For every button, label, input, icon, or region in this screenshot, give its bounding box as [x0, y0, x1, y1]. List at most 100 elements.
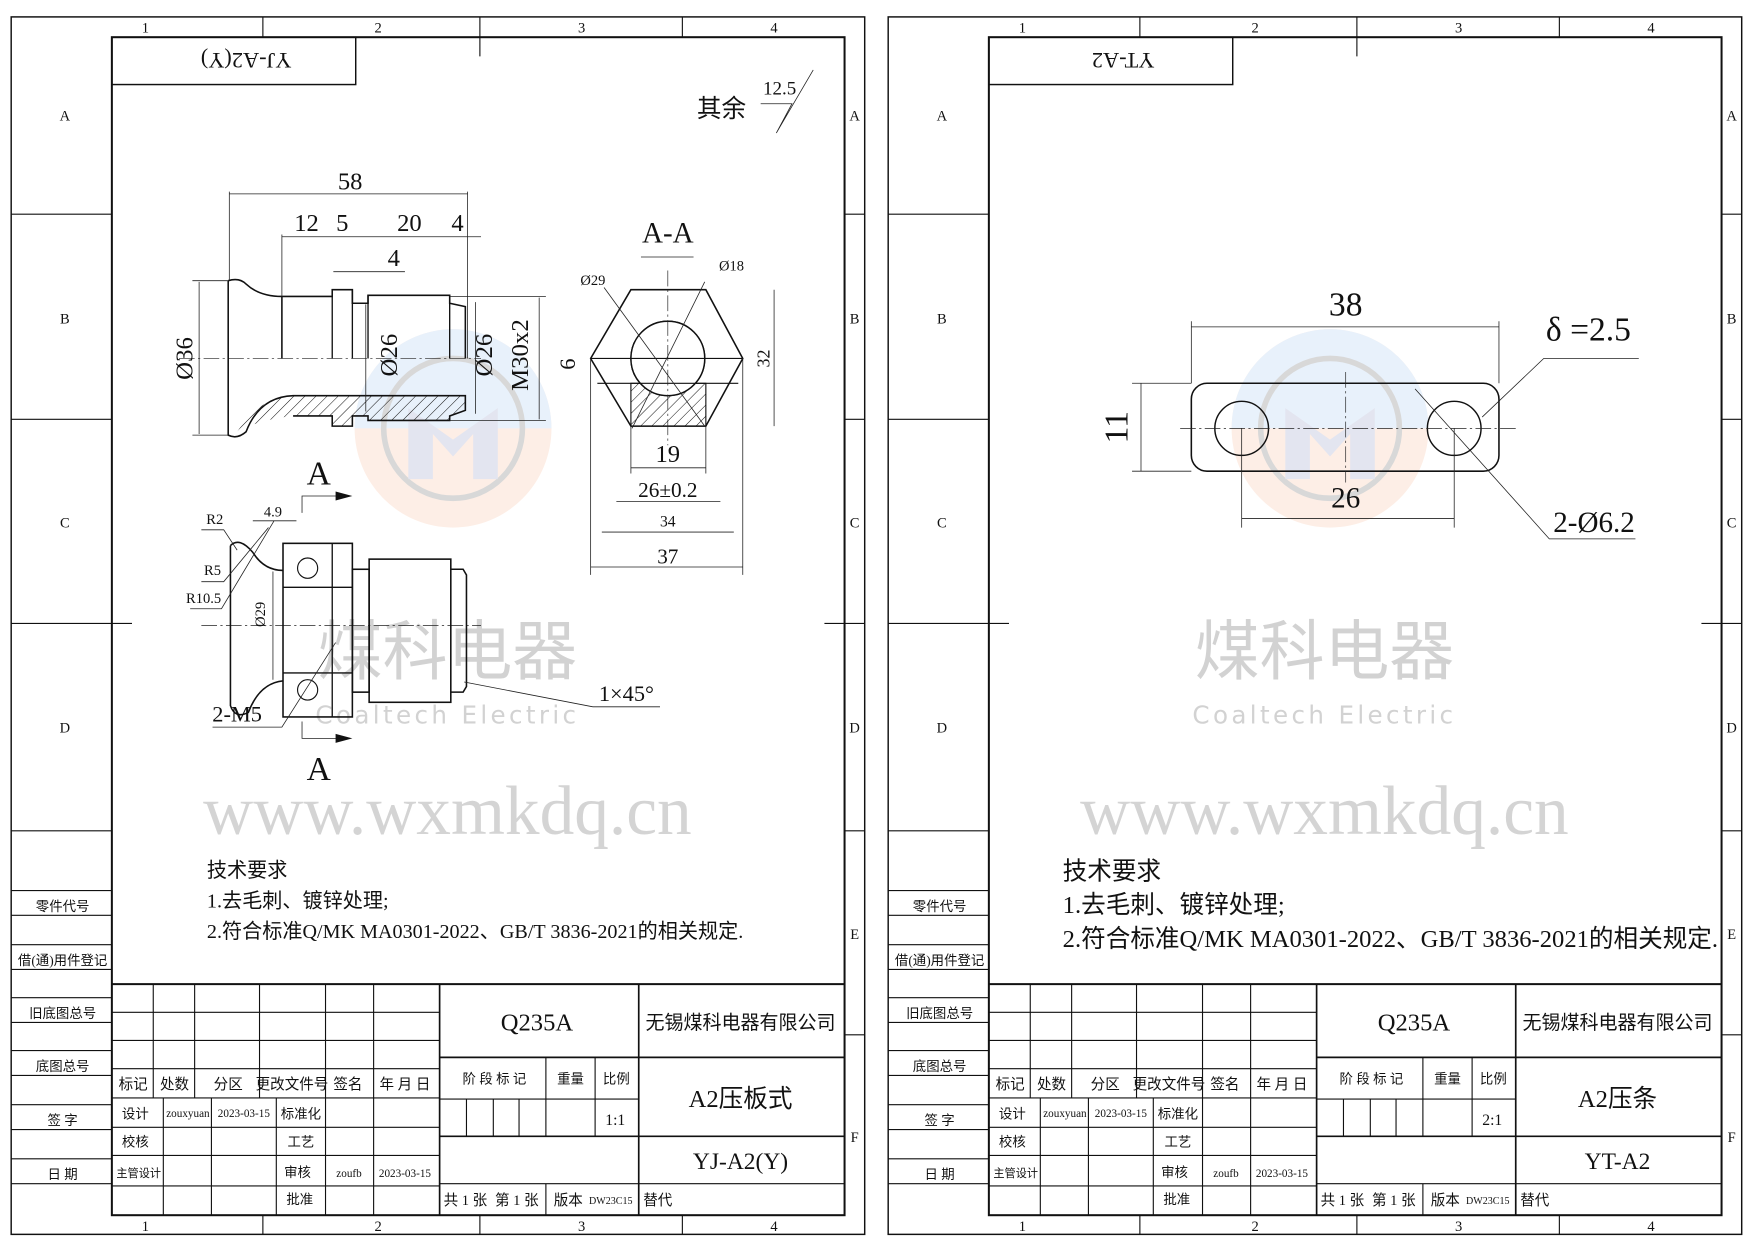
- zone-row-label: B: [850, 311, 860, 327]
- side-label: 底图总号: [913, 1059, 967, 1074]
- revision-header: 标记: [996, 1076, 1025, 1093]
- revision-header: 更改文件号: [1133, 1076, 1206, 1093]
- revision-header: 标记: [119, 1076, 148, 1093]
- zone-column-label: 4: [1647, 1219, 1655, 1235]
- designer-name: zouxyuan: [1043, 1108, 1087, 1120]
- label-scale: 比例: [603, 1071, 630, 1086]
- label-version: 版本: [554, 1192, 583, 1209]
- label-review: 审核: [1161, 1165, 1188, 1180]
- label-approve: 批准: [1163, 1192, 1190, 1207]
- dim-4-groove: 4: [388, 245, 400, 272]
- designer-name: zouxyuan: [166, 1108, 210, 1120]
- side-label: 底图总号: [36, 1059, 90, 1074]
- part-drawing-pressure-plate: 其余 12.5 58 12 5 20 4 4: [171, 69, 814, 788]
- tech-requirement-item: 2.符合标准Q/MK MA0301-2022、GB/T 3836-2021的相关…: [207, 920, 743, 943]
- design-date: 2023-03-15: [1095, 1108, 1148, 1120]
- design-date: 2023-03-15: [218, 1108, 271, 1120]
- revision-header: 分区: [214, 1076, 243, 1093]
- side-label: 日 期: [48, 1167, 78, 1182]
- zone-column-label: 4: [1647, 21, 1655, 37]
- sheet-number: 第 1 张: [1372, 1191, 1416, 1209]
- label-weight: 重量: [1434, 1071, 1461, 1086]
- dim-26-tol: 26±0.2: [638, 478, 697, 502]
- zone-column-label: 2: [374, 21, 381, 37]
- dim-19: 19: [656, 441, 681, 468]
- dim-34: 34: [660, 513, 676, 530]
- zone-row-label: E: [1727, 927, 1736, 943]
- company-name: 无锡煤科电器有限公司: [646, 1012, 836, 1034]
- dim-4-top: 4: [451, 210, 463, 237]
- material: Q235A: [501, 1009, 574, 1036]
- dim-total-length: 58: [338, 168, 363, 195]
- part-drawing-pressure-strip: 38 11 26 δ =2.5 2-Ø6.2: [1099, 287, 1639, 540]
- section-marker-top: A: [307, 456, 332, 493]
- dim-20: 20: [397, 210, 422, 237]
- section-title: A-A: [642, 217, 694, 249]
- review-date: 2023-03-15: [1256, 1168, 1309, 1180]
- zone-row-label: B: [937, 311, 947, 327]
- label-stage-mark: 阶 段 标 记: [1340, 1071, 1404, 1086]
- material: Q235A: [1378, 1009, 1451, 1036]
- main-view: 58 12 5 20 4 4 Ø36 Ø26 Ø26 M30x2: [171, 168, 546, 438]
- part-name: A2压板式: [689, 1085, 793, 1113]
- tech-requirements-title: 技术要求: [1063, 857, 1161, 885]
- dim-r10-5: R10.5: [186, 591, 221, 607]
- revision-header: 签名: [333, 1076, 362, 1093]
- zone-row-label: C: [850, 516, 860, 532]
- zone-column-label: 3: [578, 21, 585, 37]
- zone-column-label: 1: [142, 1219, 149, 1235]
- dim-5: 5: [336, 210, 348, 237]
- dim-dia-36: Ø36: [171, 337, 198, 380]
- tech-requirement-item: 1.去毛刺、镀锌处理;: [1063, 891, 1285, 919]
- version-code: DW23C15: [589, 1196, 633, 1207]
- zone-column-label: 3: [1455, 21, 1462, 37]
- label-check: 校核: [122, 1133, 149, 1149]
- drawing-number-stamp: [988, 36, 1234, 86]
- label-scale: 比例: [1480, 1071, 1507, 1086]
- side-label: 签 字: [925, 1112, 955, 1128]
- zone-column-label: 2: [1251, 1219, 1258, 1235]
- section-marker-bottom: A: [307, 751, 332, 788]
- dim-6: 6: [555, 358, 580, 369]
- dim-4-9: 4.9: [264, 504, 282, 520]
- watermark-logo-top: [1231, 329, 1429, 429]
- roughness-label: 其余: [697, 95, 746, 123]
- dim-2-m5: 2-M5: [212, 701, 262, 726]
- dim-dia-26-inner: Ø26: [376, 334, 403, 377]
- dim-dia-29-side: Ø29: [253, 602, 269, 627]
- label-stage-mark: 阶 段 标 记: [463, 1071, 527, 1086]
- label-standardize: 标准化: [281, 1106, 321, 1121]
- outer-frame: [887, 16, 1743, 1236]
- drawing-number: YJ-A2(Y): [693, 1149, 788, 1175]
- zone-row-label: D: [60, 721, 70, 737]
- dim-dia-26-outer: Ø26: [471, 334, 498, 377]
- zone-row-label: A: [937, 109, 948, 125]
- zone-column-label: 3: [578, 1219, 585, 1235]
- zone-row-label: D: [937, 721, 947, 737]
- tech-requirement-item: 2.符合标准Q/MK MA0301-2022、GB/T 3836-2021的相关…: [1063, 925, 1718, 953]
- dim-height-11: 11: [1099, 411, 1136, 444]
- reviewer-name: zoufb: [336, 1168, 362, 1180]
- revision-header: 更改文件号: [256, 1076, 329, 1093]
- dim-12: 12: [294, 210, 319, 237]
- stamp-text-mirrored: YJ-A2(Y): [201, 48, 292, 73]
- label-weight: 重量: [557, 1071, 584, 1086]
- drawing-number-stamp: [111, 36, 357, 86]
- revision-header: 年 月 日: [1257, 1076, 1308, 1093]
- reviewer-name: zoufb: [1213, 1168, 1239, 1180]
- watermark-en: Coaltech Electric: [315, 701, 579, 730]
- sheets-total: 共 1 张: [444, 1192, 488, 1209]
- dim-32: 32: [754, 349, 774, 367]
- zone-column-label: 1: [1019, 1219, 1026, 1235]
- label-process: 工艺: [1164, 1134, 1191, 1149]
- zone-row-label: E: [850, 927, 859, 943]
- zone-column-label: 2: [374, 1219, 381, 1235]
- roughness-symbol-icon: [760, 69, 814, 134]
- side-label: 旧底图总号: [29, 1006, 96, 1021]
- label-review: 审核: [284, 1165, 311, 1180]
- label-design: 设计: [122, 1106, 149, 1121]
- side-label: 借(通)用件登记: [18, 953, 107, 968]
- label-chief-design: 主管设计: [116, 1166, 161, 1180]
- label-process: 工艺: [287, 1134, 314, 1149]
- zone-column-label: 2: [1251, 21, 1258, 37]
